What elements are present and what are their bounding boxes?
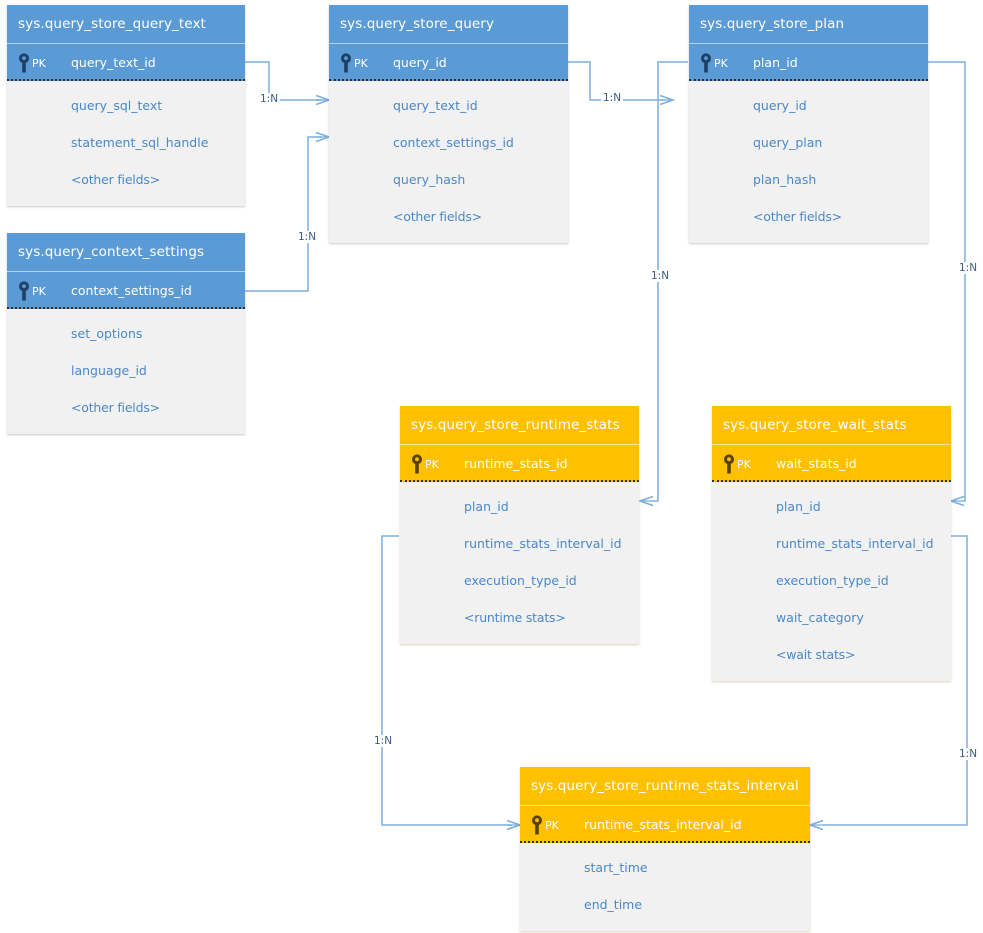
field: statement_sql_handle bbox=[71, 135, 209, 150]
key-icon: PK bbox=[723, 445, 767, 483]
crowfoot-query-text-id bbox=[315, 94, 330, 106]
cardinality-label-r5: 1:N bbox=[957, 262, 980, 274]
entity-title: sys.query_store_runtime_stats_interval bbox=[520, 767, 810, 805]
entity-pk-row: PK runtime_stats_id bbox=[400, 444, 639, 482]
pk-badge: PK bbox=[545, 818, 559, 832]
cardinality-label-r3: 1:N bbox=[601, 92, 624, 104]
cardinality-label-r1: 1:N bbox=[258, 93, 281, 105]
crowfoot-plan-query-id bbox=[659, 94, 674, 106]
cardinality-label-r2: 1:N bbox=[296, 231, 319, 243]
pk-field-name: runtime_stats_id bbox=[464, 456, 568, 471]
field: query_sql_text bbox=[71, 98, 163, 113]
pk-field-name: query_id bbox=[393, 55, 447, 70]
connector-query_text-to-query bbox=[245, 61, 322, 101]
field: start_time bbox=[584, 860, 648, 875]
field: <runtime stats> bbox=[464, 610, 566, 625]
field: set_options bbox=[71, 326, 143, 341]
pk-field-name: wait_stats_id bbox=[776, 456, 857, 471]
entity-query_context_settings[interactable]: sys.query_context_settings PK context_se… bbox=[7, 233, 245, 434]
field: query_id bbox=[753, 98, 807, 113]
pk-badge: PK bbox=[737, 457, 751, 471]
field: <other fields> bbox=[753, 209, 842, 224]
entity-pk-row: PK query_text_id bbox=[7, 43, 245, 81]
entity-fields: plan_id runtime_stats_interval_id execut… bbox=[400, 482, 639, 644]
entity-query_store_wait_stats[interactable]: sys.query_store_wait_stats PK wait_stats… bbox=[712, 406, 951, 681]
pk-field-name: runtime_stats_interval_id bbox=[584, 817, 742, 832]
entity-title: sys.query_store_query_text bbox=[7, 5, 245, 43]
field: query_plan bbox=[753, 135, 823, 150]
field: query_hash bbox=[393, 172, 466, 187]
entity-query_store_runtime_stats[interactable]: sys.query_store_runtime_stats PK runtime… bbox=[400, 406, 639, 644]
key-icon: PK bbox=[18, 44, 62, 82]
field: plan_id bbox=[776, 499, 821, 514]
crowfoot-runtime-stats-plan-id bbox=[639, 495, 654, 507]
entity-pk-row: PK wait_stats_id bbox=[712, 444, 951, 482]
entity-pk-row: PK context_settings_id bbox=[7, 271, 245, 309]
field: query_text_id bbox=[393, 98, 478, 113]
entity-fields: set_options language_id <other fields> bbox=[7, 309, 245, 434]
entity-title: sys.query_store_wait_stats bbox=[712, 406, 951, 444]
crowfoot-wait-stats-plan-id bbox=[950, 495, 965, 507]
key-icon: PK bbox=[700, 44, 744, 82]
entity-query_store_query_text[interactable]: sys.query_store_query_text PK query_text… bbox=[7, 5, 245, 206]
entity-title: sys.query_store_plan bbox=[689, 5, 928, 43]
field: context_settings_id bbox=[393, 135, 514, 150]
entity-fields: query_id query_plan plan_hash <other fie… bbox=[689, 81, 928, 243]
entity-fields: query_sql_text statement_sql_handle <oth… bbox=[7, 81, 245, 206]
entity-title: sys.query_context_settings bbox=[7, 233, 245, 271]
entity-title: sys.query_store_query bbox=[329, 5, 568, 43]
key-icon: PK bbox=[411, 445, 455, 483]
pk-badge: PK bbox=[32, 284, 46, 298]
field: wait_category bbox=[776, 610, 864, 625]
field: end_time bbox=[584, 897, 643, 912]
entity-pk-row: PK query_id bbox=[329, 43, 568, 81]
field: <other fields> bbox=[71, 400, 160, 415]
field: plan_id bbox=[464, 499, 509, 514]
key-icon: PK bbox=[18, 272, 62, 310]
pk-badge: PK bbox=[425, 457, 439, 471]
entity-pk-row: PK plan_id bbox=[689, 43, 928, 81]
field: execution_type_id bbox=[464, 573, 577, 588]
entity-query_store_plan[interactable]: sys.query_store_plan PK plan_id query_id… bbox=[689, 5, 928, 243]
field: <wait stats> bbox=[776, 647, 856, 662]
pk-badge: PK bbox=[714, 56, 728, 70]
field: runtime_stats_interval_id bbox=[464, 536, 622, 551]
key-icon: PK bbox=[531, 806, 575, 844]
pk-field-name: context_settings_id bbox=[71, 283, 192, 298]
cardinality-label-r6: 1:N bbox=[372, 735, 395, 747]
pk-badge: PK bbox=[32, 56, 46, 70]
field: language_id bbox=[71, 363, 147, 378]
crowfoot-query-context-settings-id bbox=[315, 131, 330, 143]
field: <other fields> bbox=[393, 209, 482, 224]
field: plan_hash bbox=[753, 172, 817, 187]
pk-field-name: query_text_id bbox=[71, 55, 156, 70]
entity-query_store_query[interactable]: sys.query_store_query PK query_id query_… bbox=[329, 5, 568, 243]
connector-context_settings-to-query bbox=[245, 136, 322, 292]
field: <other fields> bbox=[71, 172, 160, 187]
entity-title: sys.query_store_runtime_stats bbox=[400, 406, 639, 444]
crowfoot-interval-left bbox=[506, 819, 521, 831]
crowfoot-interval-right bbox=[809, 819, 824, 831]
field: runtime_stats_interval_id bbox=[776, 536, 934, 551]
cardinality-label-r4: 1:N bbox=[649, 270, 672, 282]
key-icon: PK bbox=[340, 44, 384, 82]
field: execution_type_id bbox=[776, 573, 889, 588]
pk-field-name: plan_id bbox=[753, 55, 798, 70]
entity-pk-row: PK runtime_stats_interval_id bbox=[520, 805, 810, 843]
entity-query_store_runtime_stats_interval[interactable]: sys.query_store_runtime_stats_interval P… bbox=[520, 767, 810, 931]
cardinality-label-r7: 1:N bbox=[957, 748, 980, 760]
entity-fields: start_time end_time bbox=[520, 843, 810, 931]
pk-badge: PK bbox=[354, 56, 368, 70]
entity-fields: query_text_id context_settings_id query_… bbox=[329, 81, 568, 243]
entity-fields: plan_id runtime_stats_interval_id execut… bbox=[712, 482, 951, 681]
